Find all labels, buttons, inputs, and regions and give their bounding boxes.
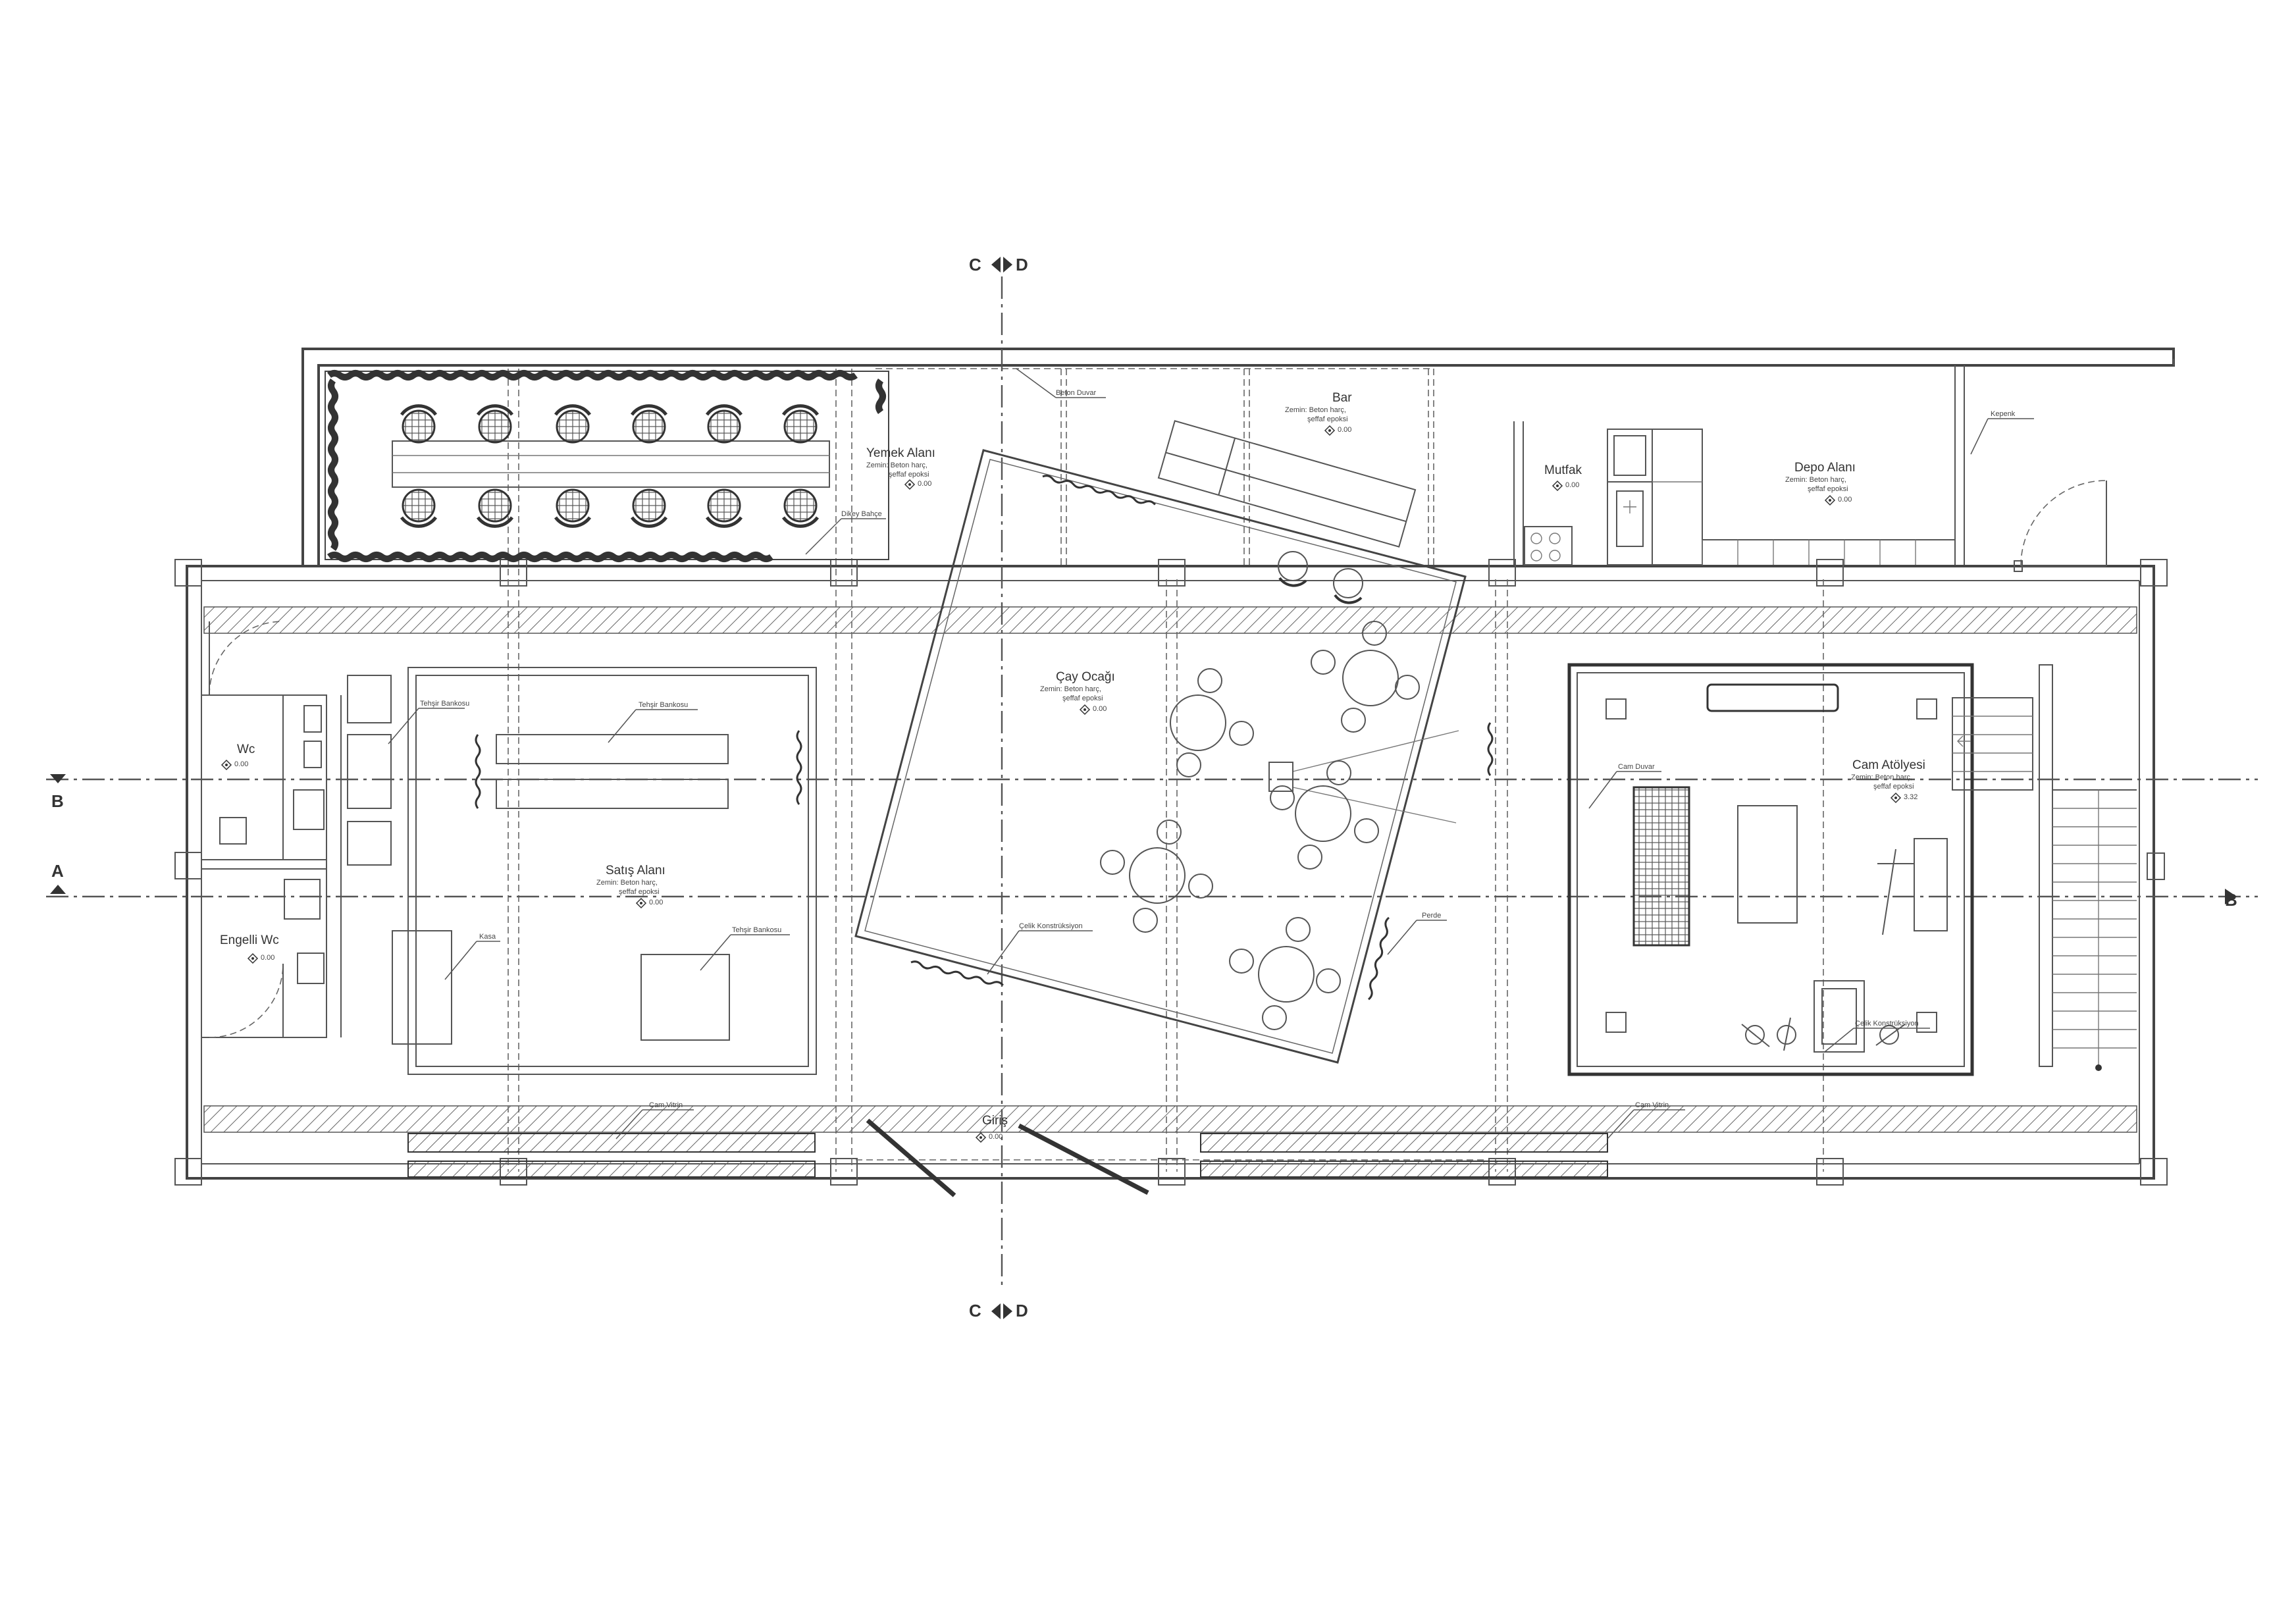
columns — [174, 559, 2168, 1186]
svg-text:0.00: 0.00 — [1838, 496, 1852, 504]
svg-text:Çelik Konstrüksiyon: Çelik Konstrüksiyon — [1019, 922, 1083, 930]
tag-celik-1: Çelik Konstrüksiyon — [987, 922, 1093, 975]
svg-text:Engelli Wc: Engelli Wc — [220, 933, 279, 947]
entrance-door-east — [2014, 480, 2107, 572]
svg-text:D: D — [1016, 1301, 1028, 1320]
svg-text:A: A — [51, 861, 64, 881]
svg-text:Zemin: Beton harç,: Zemin: Beton harç, — [866, 461, 927, 469]
svg-text:şeffaf epoksi: şeffaf epoksi — [1808, 485, 1848, 493]
section-marker-c-bottom: C D — [969, 1301, 1028, 1320]
svg-text:Beton Duvar: Beton Duvar — [1056, 389, 1096, 397]
dining-table — [392, 440, 830, 488]
svg-text:Tehşir Bankosu: Tehşir Bankosu — [639, 701, 688, 709]
section-axes — [46, 276, 2258, 1290]
tag-kepenk: Kepenk — [1970, 410, 2034, 455]
svg-text:Giriş: Giriş — [982, 1114, 1008, 1128]
svg-text:Zemin: Beton harç,: Zemin: Beton harç, — [1285, 406, 1346, 414]
svg-text:şeffaf epoksi: şeffaf epoksi — [1062, 694, 1103, 702]
svg-text:0.00: 0.00 — [649, 899, 663, 906]
svg-text:B: B — [51, 791, 64, 811]
room-label-wc: Wc 0.00 — [221, 743, 255, 771]
room-label-cay: Çay Ocağı Zemin: Beton harç, şeffaf epok… — [1040, 670, 1115, 716]
svg-text:Yemek Alanı: Yemek Alanı — [866, 446, 935, 460]
room-label-giris: Giriş 0.00 — [975, 1114, 1008, 1143]
tag-tehsir-3: Tehşir Bankosu — [700, 926, 790, 971]
svg-text:C: C — [969, 1301, 981, 1320]
svg-text:0.00: 0.00 — [1565, 481, 1579, 489]
svg-text:0.00: 0.00 — [234, 760, 248, 768]
sales-area — [347, 667, 817, 1075]
svg-text:Satış Alanı: Satış Alanı — [606, 864, 665, 877]
svg-text:şeffaf epoksi: şeffaf epoksi — [1307, 415, 1348, 423]
tag-dikey-bahce: Dikey Bahçe — [805, 510, 886, 555]
tag-tehsir-1: Tehşir Bankosu — [388, 700, 469, 745]
front-glazing — [407, 1133, 1608, 1178]
room-label-cam-atolye: Cam Atölyesi Zemin: Beton harç, şeffaf e… — [1851, 758, 1925, 804]
dining-chairs — [400, 404, 820, 528]
svg-text:0.00: 0.00 — [989, 1133, 1003, 1141]
svg-text:Tehşir Bankosu: Tehşir Bankosu — [420, 700, 469, 708]
svg-text:şeffaf epoksi: şeffaf epoksi — [889, 471, 929, 479]
svg-text:Zemin: Beton harç,: Zemin: Beton harç, — [1040, 685, 1101, 693]
section-marker-b-left: B — [50, 774, 66, 811]
svg-text:3.32: 3.32 — [1904, 793, 1918, 801]
svg-text:şeffaf epoksi: şeffaf epoksi — [619, 888, 660, 896]
svg-text:0.00: 0.00 — [261, 954, 274, 962]
tag-perde: Perde — [1387, 912, 1447, 955]
svg-text:Çay Ocağı: Çay Ocağı — [1056, 670, 1115, 684]
tag-beton-duvar: Beton Duvar — [1016, 368, 1106, 398]
svg-text:şeffaf epoksi: şeffaf epoksi — [1873, 783, 1914, 791]
svg-text:Zemin: Beton harç,: Zemin: Beton harç, — [1785, 476, 1846, 484]
tag-tehsir-2: Tehşir Bankosu — [608, 701, 698, 743]
tag-kasa: Kasa — [444, 933, 500, 980]
room-label-mutfak: Mutfak 0.00 — [1544, 463, 1582, 492]
tag-cam-vitrin-2: Cam Vitrin — [1607, 1101, 1685, 1139]
svg-text:0.00: 0.00 — [918, 480, 931, 488]
svg-text:Tehşir Bankosu: Tehşir Bankosu — [732, 926, 781, 934]
svg-text:Cam Duvar: Cam Duvar — [1618, 763, 1655, 771]
svg-text:D: D — [1016, 255, 1028, 274]
tag-celik-2: Çelik Konstrüksiyon — [1824, 1020, 1930, 1053]
section-marker-c-top: C D — [969, 255, 1028, 274]
section-marker-b-right: B — [2225, 889, 2237, 910]
svg-text:Mutfak: Mutfak — [1544, 463, 1582, 477]
svg-text:Kasa: Kasa — [479, 933, 496, 941]
svg-text:Depo Alanı: Depo Alanı — [1794, 461, 1856, 475]
entrance-doors — [866, 1118, 1149, 1197]
section-marker-a-left: A — [50, 861, 66, 894]
bar-counter — [1157, 420, 1417, 604]
svg-text:Cam Vitrin: Cam Vitrin — [649, 1101, 683, 1109]
room-label-depo: Depo Alanı Zemin: Beton harç, şeffaf epo… — [1785, 461, 1856, 506]
tag-cam-vitrin-1: Cam Vitrin — [615, 1101, 694, 1139]
room-label-bar: Bar Zemin: Beton harç, şeffaf epoksi 0.0… — [1285, 391, 1352, 436]
curtains-sales — [475, 730, 802, 809]
svg-text:Çelik Konstrüksiyon: Çelik Konstrüksiyon — [1855, 1020, 1919, 1028]
svg-text:Wc: Wc — [237, 743, 255, 756]
svg-text:0.00: 0.00 — [1338, 426, 1351, 434]
cafe-tables — [1100, 621, 1420, 1030]
svg-text:Perde: Perde — [1422, 912, 1441, 920]
vertical-garden — [325, 370, 889, 562]
tag-cam-duvar: Cam Duvar — [1588, 763, 1661, 809]
svg-text:Zemin: Beton harç,: Zemin: Beton harç, — [596, 879, 658, 887]
kitchen — [1524, 429, 1955, 565]
svg-text:Zemin: Beton harç,: Zemin: Beton harç, — [1851, 773, 1912, 781]
wc-block — [201, 621, 342, 1038]
svg-text:Cam Atölyesi: Cam Atölyesi — [1852, 758, 1925, 772]
svg-text:Cam Vitrin: Cam Vitrin — [1635, 1101, 1669, 1109]
svg-text:Dikey Bahçe: Dikey Bahçe — [841, 510, 882, 518]
svg-text:Bar: Bar — [1332, 391, 1352, 405]
glass-workshop — [1567, 663, 1974, 1076]
room-label-engelli-wc: Engelli Wc 0.00 — [220, 933, 279, 964]
room-label-yemek: Yemek Alanı Zemin: Beton harç, şeffaf ep… — [866, 446, 935, 490]
svg-text:C: C — [969, 255, 981, 274]
room-label-satis: Satış Alanı Zemin: Beton harç, şeffaf ep… — [596, 864, 665, 909]
svg-text:0.00: 0.00 — [1093, 705, 1107, 713]
tea-pavilion-frame — [854, 449, 1467, 1064]
structural-grid — [508, 368, 1824, 1172]
staircase — [1952, 664, 2165, 1071]
svg-text:Kepenk: Kepenk — [1991, 410, 2016, 418]
curtains-pavilion — [910, 475, 1494, 1001]
